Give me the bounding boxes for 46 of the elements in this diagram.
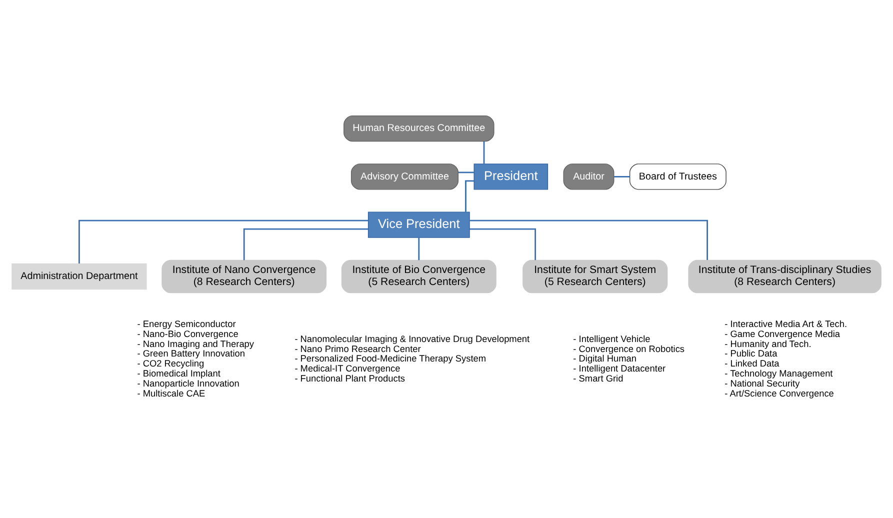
node-label: - Smart Grid: [573, 373, 624, 384]
node-label: - Medical-IT Convergence: [294, 363, 400, 374]
node-label: - Convergence on Robotics: [573, 343, 685, 354]
node-label: - Art/Science Convergence: [724, 388, 834, 398]
node-label: - Linked Data: [724, 358, 780, 368]
node-label: - Energy Semiconductor: [137, 318, 236, 329]
node-box: Institute of Trans-disciplinary Studies (8 Research Centers): [688, 259, 882, 293]
connector: [243, 228, 368, 260]
node-label: - National Security: [724, 378, 800, 388]
connector: [470, 228, 536, 260]
connector: [458, 171, 474, 173]
node-label: - Digital Human: [573, 353, 636, 364]
node-label: - Nanomolecular Imaging & Innovative Drug Development: [294, 333, 530, 344]
node-label: - Interactive Media Art & Tech.: [724, 318, 848, 329]
node-label: - Nano-Bio Convergence: [137, 328, 238, 338]
node-box: Board of Trustees: [629, 163, 726, 190]
node-box: Advisory Committee: [350, 163, 459, 190]
node-label: - Technology Management: [724, 368, 833, 378]
node-label: - Multiscale CAE: [137, 388, 206, 398]
node-box: Institute of Bio Convergence (5 Research Centers): [341, 259, 496, 293]
connector: [470, 219, 708, 260]
node-label: - Biomedical Implant: [137, 368, 220, 378]
node-box: Institute for Smart System (5 Research Centers): [522, 259, 668, 293]
node-label: - Personalized Food-Medicine Therapy System: [294, 353, 486, 364]
connector: [614, 175, 630, 177]
connector: [78, 219, 368, 264]
node-label: - Public Data: [724, 348, 778, 358]
node-box: Institute of Nano Convergence (8 Research Centers): [162, 259, 327, 293]
node-box: Human Resources Committee: [344, 114, 494, 142]
node-label: - Nano Imaging and Therapy: [137, 338, 254, 348]
node-label: - Game Convergence Media: [724, 328, 840, 338]
node-label: - CO2 Recycling: [137, 358, 204, 368]
connector: [483, 140, 485, 164]
node-label: - Nanoparticle Innovation: [137, 378, 240, 388]
connector: [418, 237, 420, 260]
node-box: Vice President: [368, 211, 470, 238]
node-box: Auditor: [563, 163, 614, 190]
node-label: - Humanity and Tech.: [724, 338, 812, 348]
node-label: - Green Battery Innovation: [137, 348, 245, 358]
node-label: - Functional Plant Products: [294, 373, 406, 384]
node-box: Administration Department: [12, 262, 147, 290]
node-label: - Intelligent Vehicle: [573, 333, 650, 344]
node-label: - Intelligent Datacenter: [573, 363, 666, 374]
node-box: President: [474, 163, 548, 190]
node-label: - Nano Primo Research Center: [294, 343, 421, 354]
connector: [465, 180, 474, 212]
